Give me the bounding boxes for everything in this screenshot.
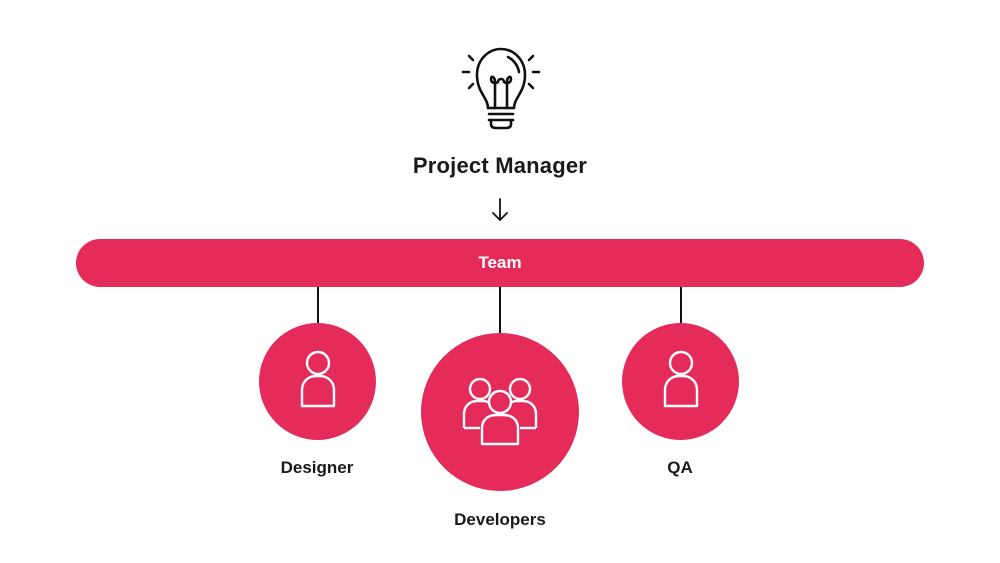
lightbulb-icon: [458, 42, 544, 132]
person-icon: [296, 348, 340, 415]
developers-label: Developers: [454, 510, 546, 529]
project-manager-title: Project Manager: [412, 153, 588, 178]
qa-node: [622, 323, 739, 440]
team-bar: Team: [76, 239, 924, 287]
group-icon: [460, 374, 540, 451]
arrow-down-icon: [489, 196, 511, 224]
person-icon: [659, 348, 703, 415]
connector-developers: [499, 287, 501, 333]
qa-label: QA: [667, 458, 693, 477]
team-label: Team: [478, 253, 522, 272]
connector-qa: [680, 287, 682, 323]
designer-node: [259, 323, 376, 440]
connector-designer: [317, 287, 319, 323]
developers-node: [421, 333, 579, 491]
designer-label: Designer: [280, 458, 354, 477]
